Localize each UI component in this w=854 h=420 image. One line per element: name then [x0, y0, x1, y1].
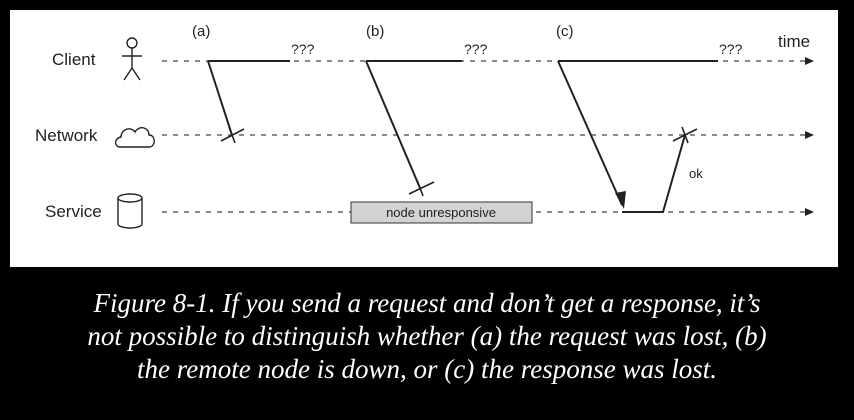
node-unresponsive-label: node unresponsive	[386, 205, 496, 220]
caption-line: Figure 8-1. If you send a request and do…	[93, 288, 761, 318]
person-icon	[122, 37, 142, 81]
lane-label-network: Network	[35, 126, 98, 145]
unknown-mark-a: ???	[291, 41, 315, 57]
diagram-panel: Client Network Service time (a) (b) (c)	[10, 10, 838, 267]
request-line-b	[365, 60, 421, 189]
lost-mark-c	[672, 126, 698, 144]
unknown-mark-b: ???	[464, 41, 488, 57]
scenario-label-a: (a)	[192, 23, 210, 40]
caption-line: the remote node is down, or (c) the resp…	[137, 354, 717, 384]
request-line-a	[207, 60, 233, 136]
unknown-mark-c: ???	[719, 41, 743, 57]
scenario-label-c: (c)	[556, 23, 574, 40]
processing-line-c	[622, 134, 686, 213]
sequence-diagram: Client Network Service time (a) (b) (c)	[35, 23, 814, 229]
request-arrowhead-c	[615, 191, 626, 209]
lost-mark-b	[408, 179, 435, 197]
database-icon	[117, 193, 143, 229]
ok-label: ok	[689, 166, 703, 181]
request-line-c	[557, 60, 623, 206]
node-unresponsive-box	[350, 201, 533, 224]
lost-mark-a	[220, 126, 245, 144]
scenario-label-b: (b)	[366, 23, 384, 40]
lane-label-client: Client	[52, 50, 96, 69]
cloud-icon	[114, 127, 155, 148]
caption-line: not possible to distinguish whether (a) …	[87, 321, 767, 351]
figure-caption: Figure 8-1. If you send a request and do…	[0, 287, 854, 386]
time-axis-label: time	[778, 32, 810, 51]
lane-label-service: Service	[45, 202, 102, 221]
